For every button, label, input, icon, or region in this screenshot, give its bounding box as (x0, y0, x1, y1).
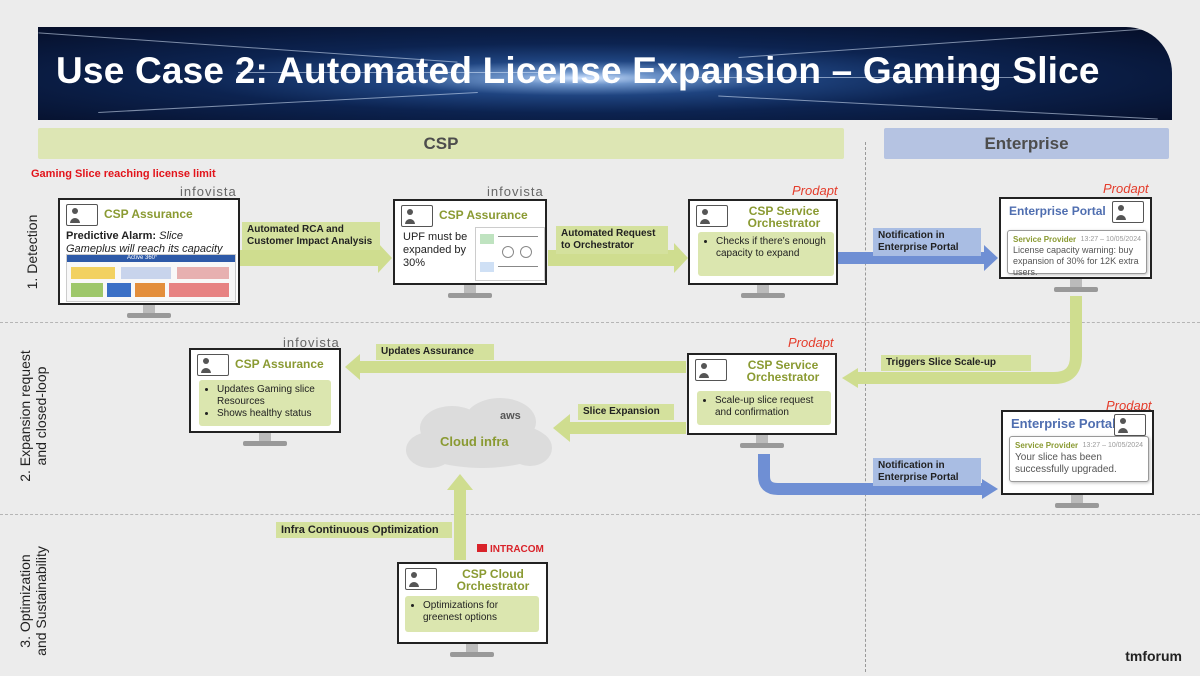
user-screen-icon (1114, 414, 1146, 436)
csp-assurance-analysis: CSP Assurance UPF must be expanded by 30… (393, 199, 547, 285)
node-title: Enterprise Portal (1009, 204, 1106, 218)
cloud-shape (406, 398, 552, 468)
prodapt-logo: Prodapt (788, 335, 834, 350)
capacity-check-note: Checks if there's enough capacity to exp… (698, 232, 834, 276)
prodapt-logo: Prodapt (1103, 181, 1149, 196)
label-expansion: Slice Expansion (578, 404, 674, 420)
section-divider (865, 142, 866, 672)
csp-header: CSP (38, 128, 844, 159)
user-screen-icon (66, 204, 98, 226)
user-screen-icon (1112, 201, 1144, 223)
arrow-updates (345, 354, 686, 380)
arrow-notif2 (758, 454, 984, 495)
aws-logo: aws (500, 410, 521, 422)
arrow-notif1 (838, 245, 998, 271)
prodapt-logo: Prodapt (792, 183, 838, 198)
topology-thumbnail (475, 227, 545, 281)
intracom-logo: INTRACOM (477, 544, 544, 555)
node-title: CSP Service Orchestrator (747, 204, 821, 230)
optimization-note: Optimizations for greenest options (405, 596, 539, 632)
label-notif1: Notification in Enterprise Portal (873, 228, 981, 256)
warning-text: Gaming Slice reaching license limit (31, 168, 216, 180)
user-screen-icon (405, 568, 437, 590)
infovista-logo: infovista (487, 184, 544, 199)
csp-assurance-update: CSP Assurance Updates Gaming slice Resou… (189, 348, 341, 433)
arrow-infra (447, 474, 473, 560)
user-screen-icon (401, 205, 433, 227)
infovista-logo: infovista (283, 335, 340, 350)
label-updates: Updates Assurance (376, 344, 494, 360)
node-title: CSP Service Orchestrator (746, 358, 820, 384)
node-title: CSP Assurance (439, 208, 528, 222)
csp-service-orchestrator-check: CSP Service Orchestrator Checks if there… (688, 199, 838, 285)
node-title: CSP Assurance (235, 357, 324, 371)
node-title: Enterprise Portal (1011, 416, 1116, 431)
row-divider (0, 322, 1200, 323)
row-divider (0, 514, 1200, 515)
arrow-expansion (553, 414, 686, 442)
csp-cloud-orchestrator: CSP Cloud Orchestrator Optimizations for… (397, 562, 548, 644)
enterprise-header: Enterprise (884, 128, 1169, 159)
user-screen-icon (696, 205, 728, 227)
infovista-logo: infovista (180, 184, 237, 199)
csp-assurance-detection: CSP Assurance Predictive Alarm: Slice Ga… (58, 198, 240, 305)
scaleup-note: Scale-up slice request and confirmation (697, 391, 831, 425)
arrow-scaleup (856, 296, 1082, 384)
cloud-infra-label: Cloud infra (440, 434, 509, 449)
label-infra: Infra Continuous Optimization (276, 522, 452, 538)
page-title: Use Case 2: Automated License Expansion … (56, 50, 1100, 91)
label-notif2: Notification in Enterprise Portal (873, 458, 981, 486)
update-status-note: Updates Gaming slice ResourcesShows heal… (199, 380, 331, 426)
node-title: CSP Assurance (104, 207, 193, 221)
tmforum-logo: tmforum (1125, 648, 1182, 664)
prodapt-logo: Prodapt (1106, 398, 1152, 413)
csp-service-orchestrator-scaleup: CSP Service Orchestrator Scale-up slice … (687, 353, 837, 435)
label-scaleup: Triggers Slice Scale-up (881, 355, 1031, 371)
user-screen-icon (197, 354, 229, 376)
title-banner (38, 27, 1172, 120)
dashboard-thumbnail: Active 360° (66, 254, 236, 302)
arrow-rca (240, 243, 392, 273)
upf-text: UPF must be expanded by 30% (403, 231, 468, 269)
node-title: CSP Cloud Orchestrator (456, 567, 530, 593)
label-rca: Automated RCA and Customer Impact Analys… (242, 222, 380, 250)
label-request: Automated Request to Orchestrator (556, 226, 668, 254)
user-screen-icon (695, 359, 727, 381)
